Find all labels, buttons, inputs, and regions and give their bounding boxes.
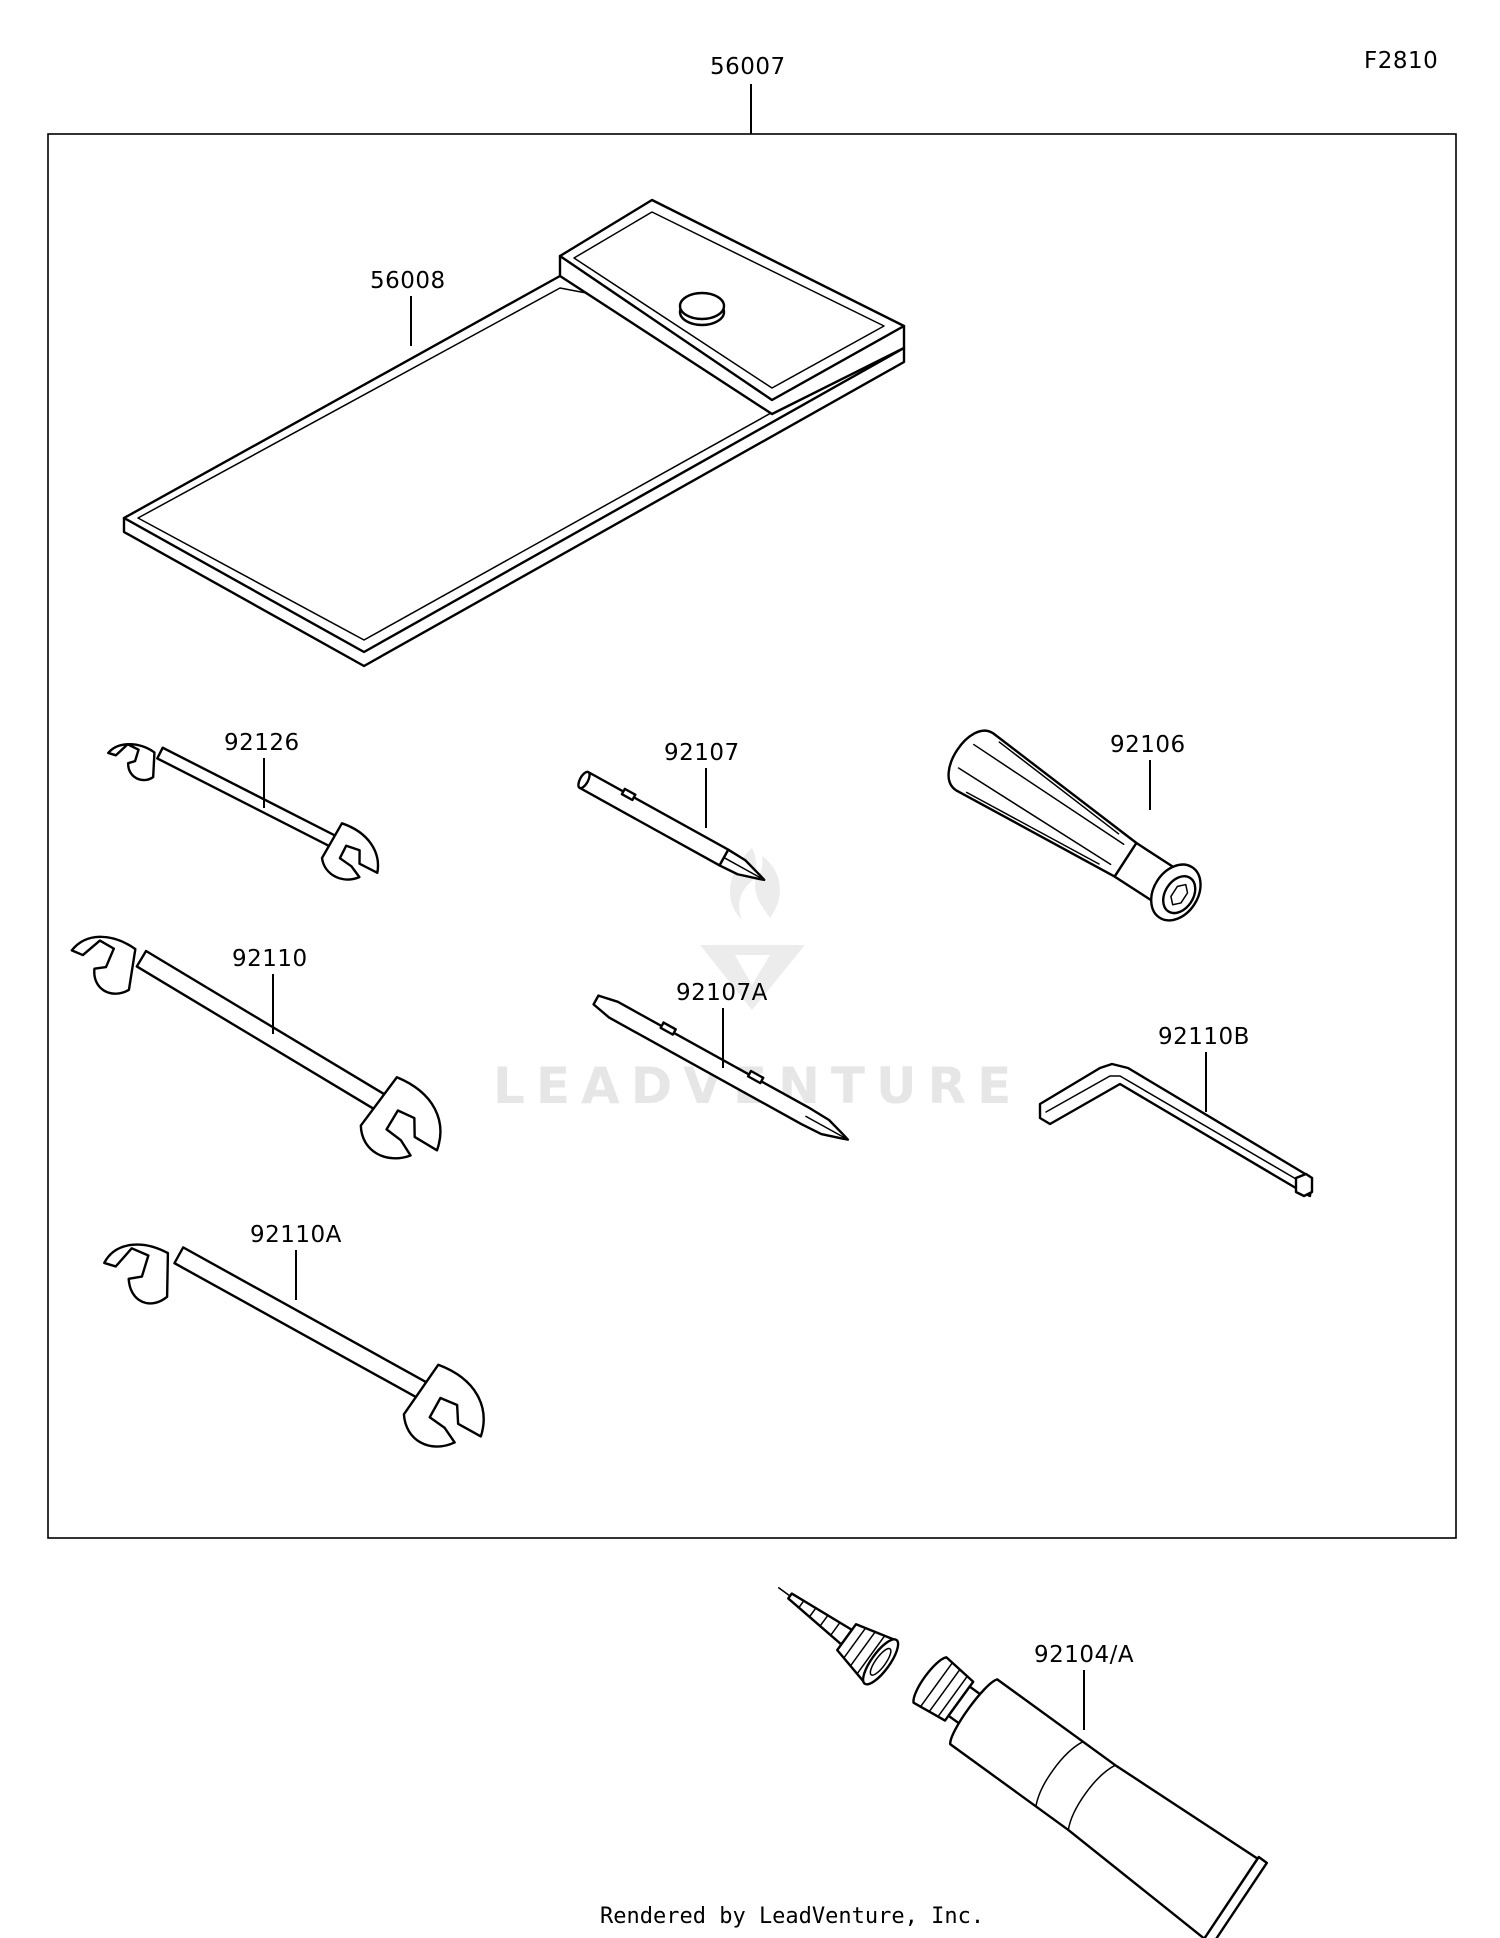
part-label-92110A: 92110A — [250, 1222, 342, 1248]
part-label-92126: 92126 — [224, 730, 300, 756]
part-label-92106: 92106 — [1110, 732, 1186, 758]
part-label-92107: 92107 — [664, 740, 740, 766]
pouch-flap — [558, 198, 906, 402]
part-label-92107A: 92107A — [676, 980, 768, 1006]
small-wrench-icon — [107, 743, 380, 881]
hex-socket-icon — [1170, 883, 1189, 906]
figure-code: F2810 — [1364, 48, 1438, 74]
pouch-flap-stitching — [573, 211, 885, 389]
grease-tube-body — [912, 1656, 1269, 1938]
part-label-56007: 56007 — [710, 54, 786, 80]
part-label-92110: 92110 — [232, 946, 308, 972]
part-label-92110B: 92110B — [1158, 1024, 1250, 1050]
driver-bit-icon — [577, 770, 766, 882]
driver-handle-icon — [947, 729, 1202, 922]
medium-wrench-icon — [103, 1243, 485, 1448]
double-driver-bit-icon — [592, 994, 850, 1141]
part-label-56008: 56008 — [370, 268, 446, 294]
hex-wrench-icon — [1038, 1062, 1314, 1198]
part-label-92104A: 92104/A — [1034, 1642, 1134, 1668]
tool-kit-box — [47, 133, 1457, 1539]
grease-nozzle-icon — [777, 1587, 900, 1686]
large-wrench-icon — [70, 935, 442, 1160]
tool-pouch — [122, 198, 906, 668]
render-credit: Rendered by LeadVenture, Inc. — [600, 1904, 984, 1929]
grease-tube-icon — [777, 1587, 1269, 1938]
